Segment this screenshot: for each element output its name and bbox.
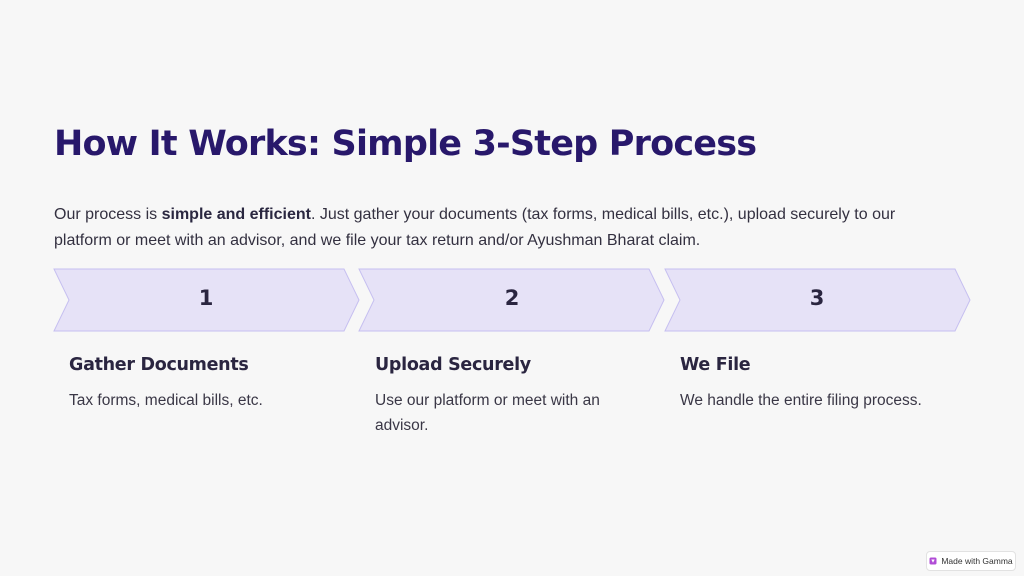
step-1-title: Gather Documents [69, 355, 249, 375]
step-2-description: Use our platform or meet with an advisor… [375, 392, 600, 434]
intro-suffix: . Just gather your documents (tax forms,… [54, 206, 896, 249]
step-3-title: We File [680, 355, 751, 375]
intro-bold: simple and efficient [161, 206, 311, 223]
step-1-number: 1 [198, 286, 214, 310]
step-3-number: 3 [809, 286, 825, 310]
step-2-number: 2 [504, 286, 520, 310]
gamma-logo-icon [929, 557, 937, 565]
page-title: How It Works: Simple 3-Step Process [54, 124, 757, 164]
made-with-gamma-badge[interactable]: Made with Gamma [926, 551, 1016, 571]
badge-label: Made with Gamma [941, 556, 1013, 566]
intro-prefix: Our process is [54, 206, 162, 223]
intro-paragraph: Our process is simple and efficient. Jus… [54, 202, 954, 254]
step-2-title: Upload Securely [375, 355, 531, 375]
step-3-description: We handle the entire filing process. [680, 392, 922, 409]
step-1-description: Tax forms, medical bills, etc. [69, 392, 263, 409]
